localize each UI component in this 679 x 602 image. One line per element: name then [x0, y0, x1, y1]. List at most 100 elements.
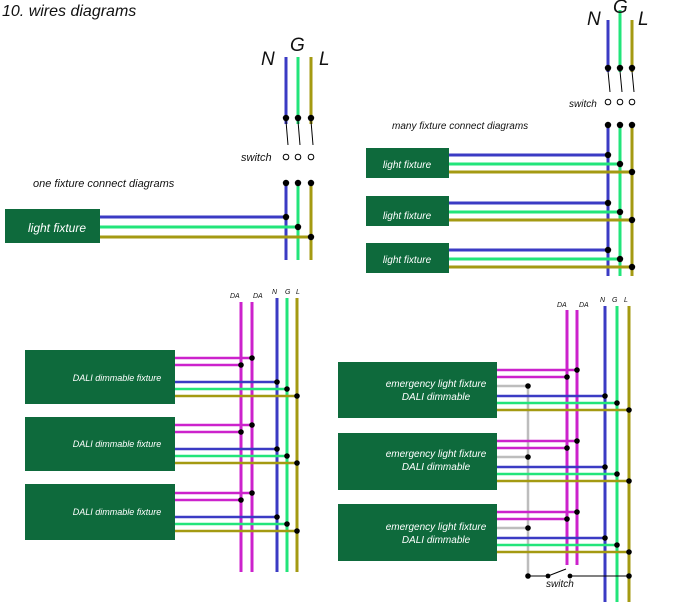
- one-fixture-wires: [100, 57, 315, 260]
- p3-junction-dot: [274, 514, 280, 520]
- p1-switch-bottom-dot: [307, 179, 315, 187]
- p4-junction-dot: [602, 535, 608, 541]
- p1-switch-top-dot: [282, 114, 290, 122]
- p3-junction-dot: [294, 393, 300, 399]
- p4-junction-dot: [626, 549, 632, 555]
- p4-junction-dot: [564, 445, 570, 451]
- p2-junction-dot: [616, 208, 624, 216]
- p2-switch-top-dot: [628, 64, 636, 72]
- emergency-fixture-line1-3: emergency light fixture: [386, 522, 487, 533]
- dali-fixture-box-2: [25, 417, 175, 471]
- emergency-label-da-1: DA: [557, 302, 567, 309]
- p4-junction-dot: [564, 374, 570, 380]
- emergency-fixture-box-1: [338, 362, 497, 418]
- emergency-label-g: G: [612, 297, 618, 304]
- p3-junction-dot: [238, 497, 244, 503]
- p4-switch-dot: [545, 573, 551, 579]
- emergency-label-n: N: [600, 297, 606, 304]
- p1-junction-dot: [294, 223, 302, 231]
- dali-label-n: N: [272, 289, 278, 296]
- many-fixture-box-3: [366, 243, 449, 273]
- p1-junction-dot: [282, 213, 290, 221]
- p2-switch-bottom-dot: [628, 121, 636, 129]
- p2-junction-dot: [628, 168, 636, 176]
- p4-junction-dot: [614, 471, 620, 477]
- many-fixtures-switch: [604, 64, 636, 129]
- one-fixture-label-g: G: [290, 35, 305, 56]
- many-fixtures-label-g: G: [613, 0, 628, 18]
- p1-switch-contact: [294, 153, 302, 161]
- emergency-wires: [497, 306, 632, 602]
- many-fixtures-caption: many fixture connect diagrams: [392, 121, 528, 132]
- p3-junction-dot: [284, 453, 290, 459]
- many-fixtures-diagram: many fixture connect diagrams light fixt…: [366, 0, 649, 276]
- p4-junction-dot: [525, 525, 531, 531]
- p2-switch-bottom-dot: [616, 121, 624, 129]
- p1-switch-bottom-dot: [282, 179, 290, 187]
- emergency-fixture-line1-1: emergency light fixture: [386, 379, 487, 390]
- p4-junction-dot: [564, 516, 570, 522]
- p4-switch-dot: [525, 573, 531, 579]
- p2-switch-blade: [607, 70, 611, 93]
- emergency-fixture-box-3: [338, 504, 497, 561]
- dali-fixture-label-1: DALI dimmable fixture: [73, 373, 162, 383]
- one-fixture-diagram: one fixture connect diagrams light fixtu…: [5, 35, 330, 260]
- p4-junction-dot: [525, 454, 531, 460]
- p1-switch-top-dot: [294, 114, 302, 122]
- p4-junction-dot: [574, 438, 580, 444]
- dali-label-da-2: DA: [253, 293, 263, 300]
- emergency-fixture-line2-1: DALI dimmable: [402, 392, 471, 403]
- p2-switch-bottom-dot: [604, 121, 612, 129]
- dali-wires: [175, 298, 300, 572]
- p2-junction-dot: [628, 263, 636, 271]
- dali-label-g: G: [285, 289, 291, 296]
- many-fixtures-label-l: L: [638, 9, 649, 30]
- many-fixture-box-2: [366, 196, 449, 226]
- p2-switch-top-dot: [604, 64, 612, 72]
- emergency-switch-label: switch: [546, 579, 574, 590]
- p1-switch-contact: [282, 153, 290, 161]
- dali-label-l: L: [296, 289, 300, 296]
- p2-junction-dot: [616, 160, 624, 168]
- p3-junction-dot: [238, 429, 244, 435]
- p1-switch-blade: [285, 120, 289, 146]
- p4-switch-dot: [567, 573, 573, 579]
- many-fixture-box-1: [366, 148, 449, 178]
- p3-junction-dot: [249, 355, 255, 361]
- p4-junction-dot: [626, 407, 632, 413]
- one-fixture-box: [5, 209, 100, 243]
- page-title: 10. wires diagrams: [2, 3, 136, 20]
- dali-label-da-1: DA: [230, 293, 240, 300]
- p3-junction-dot: [249, 490, 255, 496]
- emergency-label-l: L: [624, 297, 628, 304]
- p3-junction-dot: [284, 386, 290, 392]
- dali-fixture-box-1: [25, 350, 175, 404]
- emergency-diagram: emergency light fixture DALI dimmable em…: [338, 297, 632, 602]
- p1-switch-top-dot: [307, 114, 315, 122]
- p1-switch-blade: [297, 120, 301, 146]
- p2-switch-contact: [604, 98, 612, 106]
- many-fixture-label-2: light fixture: [383, 211, 432, 222]
- p4-junction-dot: [614, 542, 620, 548]
- p4-junction-dot: [574, 509, 580, 515]
- p2-junction-dot: [628, 216, 636, 224]
- one-fixture-caption: one fixture connect diagrams: [33, 178, 175, 190]
- dali-fixture-box-3: [25, 484, 175, 540]
- p1-switch-bottom-dot: [294, 179, 302, 187]
- p3-junction-dot: [274, 379, 280, 385]
- p4-junction-dot: [525, 383, 531, 389]
- p2-junction-dot: [604, 151, 612, 159]
- p3-junction-dot: [294, 528, 300, 534]
- dali-fixture-label-2: DALI dimmable fixture: [73, 439, 162, 449]
- p3-junction-dot: [238, 362, 244, 368]
- p4-switch-blade: [547, 568, 567, 577]
- many-fixture-label-3: light fixture: [383, 255, 432, 266]
- p4-junction-dot: [602, 464, 608, 470]
- p4-junction-dot: [626, 478, 632, 484]
- p4-junction-dot: [614, 400, 620, 406]
- one-fixture-switch: [282, 114, 315, 187]
- p2-switch-blade: [631, 70, 635, 93]
- one-fixture-label-n: N: [261, 49, 275, 70]
- many-fixtures-wires: [449, 10, 636, 276]
